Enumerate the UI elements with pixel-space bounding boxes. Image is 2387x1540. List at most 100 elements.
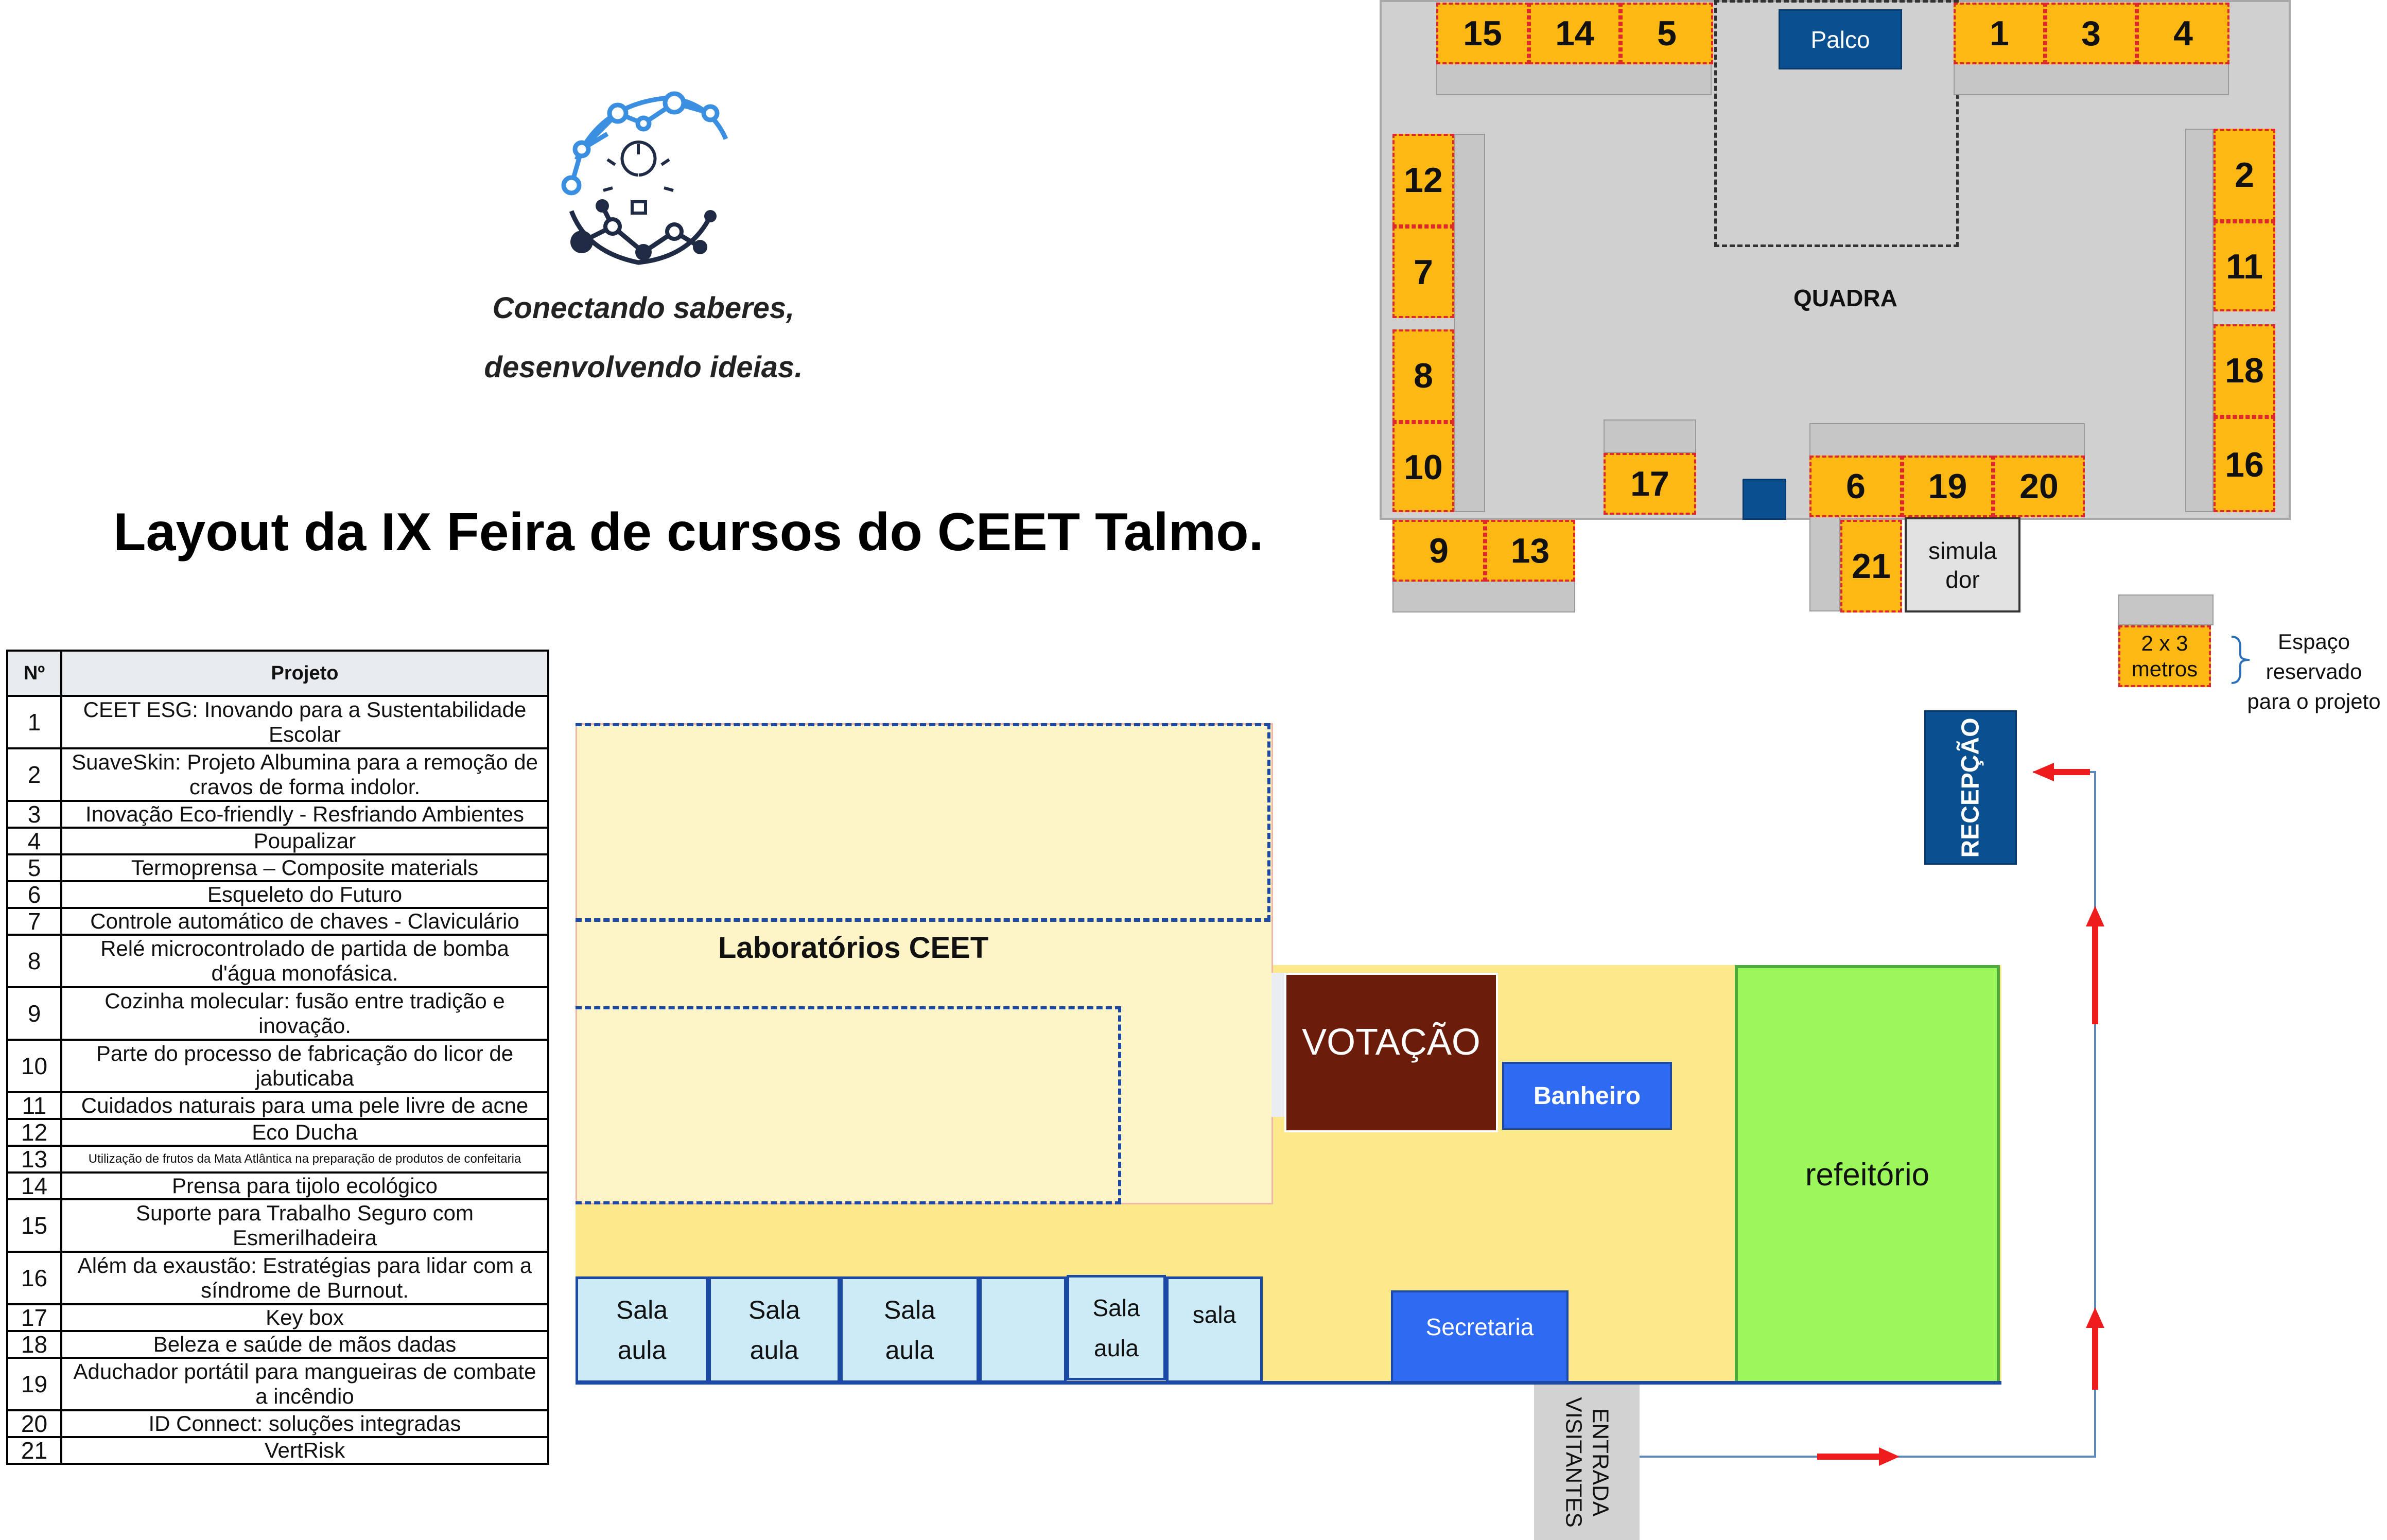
booth-7: 7 bbox=[1392, 226, 1454, 318]
booth-12: 12 bbox=[1392, 134, 1454, 226]
legend-text: Espaço reservado para o projeto bbox=[2239, 627, 2387, 716]
arrow-up-icon bbox=[2086, 906, 2104, 1024]
project-name: VertRisk bbox=[60, 1436, 549, 1465]
brace-icon bbox=[2231, 636, 2250, 684]
booth-20: 20 bbox=[1993, 456, 2085, 517]
network-bulb-icon bbox=[561, 91, 728, 265]
project-name: Parte do processo de fabricação do licor… bbox=[60, 1039, 549, 1093]
project-name: Cuidados naturais para uma pele livre de… bbox=[60, 1091, 549, 1120]
stage-area-outline bbox=[1714, 0, 1959, 247]
table-slot bbox=[2185, 129, 2214, 512]
project-name: Utilização de frutos da Mata Atlântica n… bbox=[60, 1145, 549, 1174]
simulator-line2: dor bbox=[1945, 566, 1980, 593]
arrow-right-icon bbox=[1817, 1447, 1900, 1466]
booth-21: 21 bbox=[1840, 520, 1902, 612]
project-name: Além da exaustão: Estratégias para lidar… bbox=[60, 1251, 549, 1305]
booth-9: 9 bbox=[1392, 520, 1485, 582]
booth-3: 3 bbox=[2045, 3, 2137, 64]
table-slot bbox=[1604, 419, 1696, 453]
table-slot bbox=[2118, 594, 2214, 625]
table-slot bbox=[1392, 579, 1575, 612]
header-no: Nº bbox=[6, 650, 62, 697]
project-name: Relé microcontrolado de partida de bomba… bbox=[60, 934, 549, 988]
booth-8: 8 bbox=[1392, 329, 1454, 422]
booth-10: 10 bbox=[1392, 422, 1454, 512]
booth-17: 17 bbox=[1604, 453, 1696, 515]
booth-16: 16 bbox=[2214, 417, 2275, 512]
table-slot bbox=[1809, 516, 1840, 611]
slogan-line1: Conectando saberes, bbox=[492, 291, 795, 325]
slogan-line2: desenvolvendo ideias. bbox=[484, 351, 803, 384]
legend-booth-sample: 2 x 3 metros bbox=[2118, 625, 2211, 687]
blue-marker bbox=[1743, 479, 1786, 520]
project-name: CEET ESG: Inovando para a Sustentabilida… bbox=[60, 695, 549, 749]
booth-4: 4 bbox=[2137, 3, 2229, 64]
booth-6: 6 bbox=[1809, 456, 1902, 517]
project-name: Eco Ducha bbox=[60, 1118, 549, 1147]
labs-label: Laboratórios CEET bbox=[718, 931, 989, 965]
voting-area: VOTAÇÃO bbox=[1284, 973, 1498, 1132]
labs-block bbox=[576, 723, 1273, 1204]
project-name: Esqueleto do Futuro bbox=[60, 880, 549, 909]
project-name: Key box bbox=[60, 1303, 549, 1332]
stage: Palco bbox=[1779, 9, 1902, 69]
project-name: Poupalizar bbox=[60, 827, 549, 855]
lab-dashed-divider bbox=[576, 919, 1270, 922]
project-name: ID Connect: soluções integradas bbox=[60, 1409, 549, 1438]
cafeteria: refeitório bbox=[1735, 965, 2000, 1385]
legend-text-line3: para o projeto bbox=[2247, 689, 2381, 713]
arrow-up-icon bbox=[2086, 1307, 2104, 1390]
simulator: simula dor bbox=[1905, 517, 2020, 612]
lab-dashed-inner bbox=[576, 1006, 1121, 1204]
page-title: Layout da IX Feira de cursos do CEET Tal… bbox=[113, 502, 1264, 562]
project-name: Cozinha molecular: fusão entre tradição … bbox=[60, 986, 549, 1041]
header-project: Projeto bbox=[60, 650, 549, 697]
booth-11: 11 bbox=[2214, 221, 2275, 311]
booth-1: 1 bbox=[1954, 3, 2045, 64]
booth-13: 13 bbox=[1485, 520, 1575, 582]
legend-size-line1: 2 x 3 bbox=[2141, 631, 2188, 655]
project-name: Controle automático de chaves - Clavicul… bbox=[60, 907, 549, 936]
project-name: Termoprensa – Composite materials bbox=[60, 853, 549, 882]
legend-size-line2: metros bbox=[2131, 657, 2198, 681]
project-name: Prensa para tijolo ecológico bbox=[60, 1171, 549, 1200]
table-slot bbox=[1454, 134, 1485, 512]
arrow-left-icon bbox=[2032, 763, 2090, 781]
booth-2: 2 bbox=[2214, 129, 2275, 221]
classroom: sala bbox=[1166, 1276, 1263, 1383]
project-name: Inovação Eco-friendly - Resfriando Ambie… bbox=[60, 800, 549, 829]
project-name: Suporte para Trabalho Seguro com Esmeril… bbox=[60, 1198, 549, 1253]
building-bottom-line bbox=[576, 1381, 2001, 1385]
project-name: Beleza e saúde de mãos dadas bbox=[60, 1330, 549, 1359]
booth-15: 15 bbox=[1436, 3, 1529, 64]
booth-5: 5 bbox=[1621, 3, 1713, 64]
project-name: Aduchador portátil para mangueiras de co… bbox=[60, 1357, 549, 1411]
bathroom: Banheiro bbox=[1502, 1062, 1672, 1130]
court-label: QUADRA bbox=[1793, 285, 1897, 311]
booth-19: 19 bbox=[1902, 456, 1993, 517]
